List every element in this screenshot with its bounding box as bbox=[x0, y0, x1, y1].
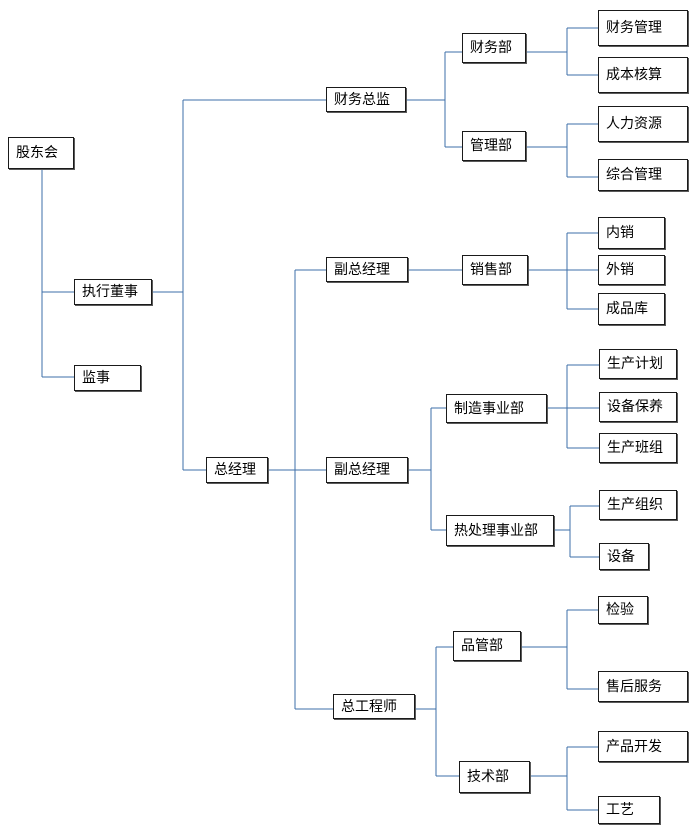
node-production-team: 生产班组 bbox=[599, 433, 677, 463]
node-heat-treatment-division: 热处理事业部 bbox=[446, 515, 554, 546]
node-manufacturing-division: 制造事业部 bbox=[446, 394, 547, 423]
link-executive-director-branch bbox=[152, 99, 326, 471]
link-manufacturing-division-branch bbox=[547, 364, 599, 449]
node-executive-director: 执行董事 bbox=[74, 279, 152, 305]
link-finance-dept-branch bbox=[526, 27, 598, 76]
node-finance-director: 财务总监 bbox=[326, 87, 406, 112]
node-shareholders: 股东会 bbox=[8, 137, 74, 169]
node-finance-dept: 财务部 bbox=[462, 33, 526, 63]
link-shareholders-branch bbox=[41, 169, 74, 378]
node-deputy-gm-manufacturing: 副总经理 bbox=[326, 457, 408, 483]
node-supervisor: 监事 bbox=[74, 365, 141, 391]
node-process: 工艺 bbox=[598, 796, 660, 824]
link-general-manager-branch bbox=[268, 269, 333, 710]
node-finished-goods: 成品库 bbox=[598, 293, 665, 325]
link-quality-dept-branch bbox=[521, 609, 598, 690]
node-equipment-maintenance: 设备保养 bbox=[599, 392, 677, 422]
link-finance-director-branch bbox=[406, 51, 462, 148]
link-technical-dept-branch bbox=[530, 746, 598, 811]
node-management-dept: 管理部 bbox=[462, 131, 526, 161]
node-technical-dept: 技术部 bbox=[459, 761, 530, 793]
node-domestic-sales: 内销 bbox=[598, 217, 665, 249]
link-chief-engineer-branch bbox=[415, 646, 459, 777]
link-management-dept-branch bbox=[526, 123, 598, 178]
node-equipment: 设备 bbox=[599, 543, 649, 570]
node-inspection: 检验 bbox=[598, 596, 648, 624]
node-cost-accounting: 成本核算 bbox=[598, 57, 688, 93]
node-after-sales-service: 售后服务 bbox=[598, 671, 688, 702]
node-sales-dept: 销售部 bbox=[462, 255, 528, 285]
node-deputy-gm-sales: 副总经理 bbox=[326, 257, 408, 282]
link-heat-treatment-division-branch bbox=[554, 505, 599, 558]
node-export-sales: 外销 bbox=[598, 255, 665, 285]
node-chief-engineer: 总工程师 bbox=[333, 694, 415, 719]
node-production-planning: 生产计划 bbox=[599, 349, 677, 379]
node-product-development: 产品开发 bbox=[598, 731, 688, 762]
link-sales-dept-branch bbox=[528, 232, 598, 310]
node-general-manager: 总经理 bbox=[206, 457, 268, 483]
node-financial-management: 财务管理 bbox=[598, 10, 688, 46]
node-general-management: 综合管理 bbox=[598, 159, 688, 191]
node-production-organization: 生产组织 bbox=[599, 490, 677, 520]
link-deputy-gm-manufacturing-branch bbox=[408, 407, 446, 531]
node-quality-dept: 品管部 bbox=[453, 631, 521, 661]
node-human-resources: 人力资源 bbox=[598, 106, 688, 142]
